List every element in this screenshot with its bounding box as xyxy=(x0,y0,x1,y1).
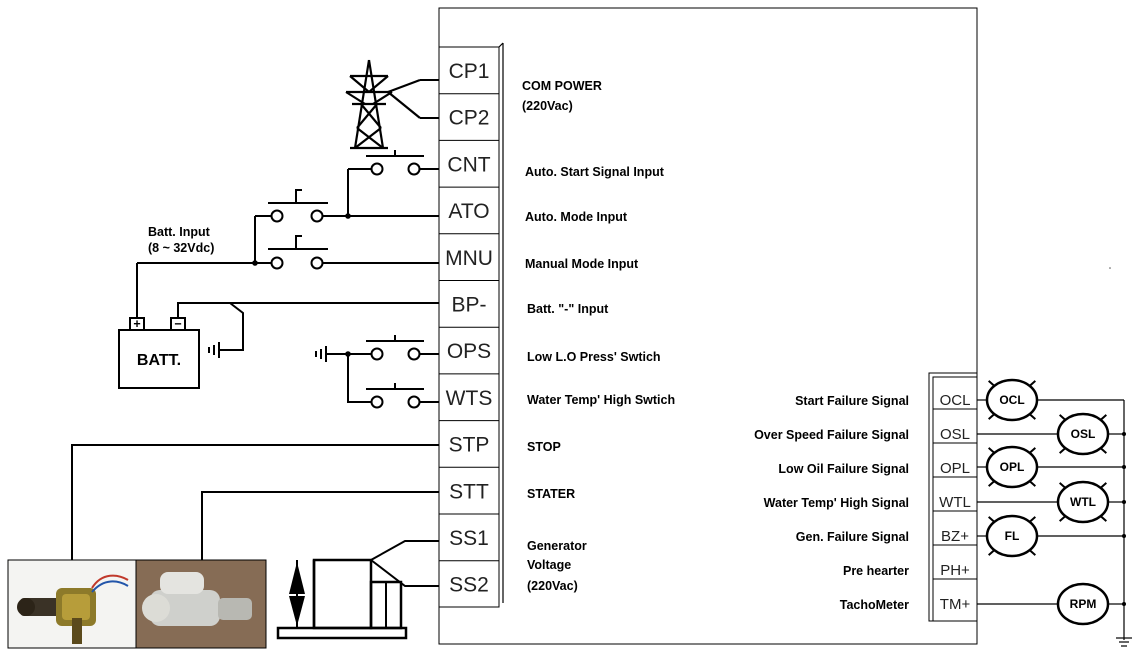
terminal-ss2: SS2 xyxy=(449,574,489,597)
ops-label: Low L.O Press' Swtich xyxy=(527,350,661,364)
ops-switch xyxy=(315,335,439,362)
ground-symbol-icon xyxy=(208,342,220,358)
right-label-ocl: Start Failure Signal xyxy=(795,394,909,408)
stt-label: STATER xyxy=(527,487,575,501)
ss2-wire xyxy=(370,559,439,587)
right-label-tm: TachoMeter xyxy=(840,598,909,612)
terminal-stt: STT xyxy=(449,480,489,503)
terminal-bp: BP- xyxy=(451,294,486,317)
battery-name: BATT. xyxy=(137,352,181,369)
indicator-wtl-icon: WTL xyxy=(1056,480,1110,524)
com-power-voltage: (220Vac) xyxy=(522,99,573,113)
battery-minus: − xyxy=(174,317,181,331)
cnt-switch xyxy=(347,150,439,216)
wts-switch xyxy=(347,354,439,409)
cnt-label: Auto. Start Signal Input xyxy=(525,165,665,179)
stop-solenoid-image xyxy=(7,559,137,649)
generator-label-3: (220Vac) xyxy=(527,579,578,593)
stt-wire xyxy=(201,491,439,560)
indicator-osl-label: OSL xyxy=(1071,427,1096,441)
stp-wire xyxy=(71,444,439,560)
batt-input-label: Batt. Input xyxy=(148,225,211,239)
indicator-opl-icon: OPL xyxy=(985,445,1039,489)
mnu-label: Manual Mode Input xyxy=(525,257,639,271)
ss1-wire xyxy=(370,540,439,561)
terminal-mnu: MNU xyxy=(445,247,493,270)
indicator-circuit xyxy=(977,399,1132,647)
bp-label: Batt. "-" Input xyxy=(527,302,609,316)
starter-motor-image xyxy=(135,559,267,649)
right-label-opl: Low Oil Failure Signal xyxy=(778,462,909,476)
indicator-rpm-label: RPM xyxy=(1070,597,1097,611)
indicator-rpm-icon: RPM xyxy=(1056,582,1110,626)
terminal-ato: ATO xyxy=(448,200,489,223)
mnu-switch xyxy=(137,216,439,270)
indicator-opl-label: OPL xyxy=(1000,460,1025,474)
ato-switch xyxy=(255,189,439,223)
indicator-osl-icon: OSL xyxy=(1056,412,1110,456)
battery: + − BATT. xyxy=(118,263,439,389)
terminal-ocl: OCL xyxy=(940,392,971,409)
com-power-label: COM POWER xyxy=(522,79,602,93)
indicator-ocl-icon: OCL xyxy=(985,378,1039,422)
transmission-tower-icon xyxy=(345,59,421,150)
terminal-cp2: CP2 xyxy=(449,107,490,130)
stp-label: STOP xyxy=(527,440,561,454)
terminal-ss1: SS1 xyxy=(449,527,489,550)
indicator-fl-label: FL xyxy=(1005,529,1020,543)
right-label-osl: Over Speed Failure Signal xyxy=(754,428,909,442)
battery-plus: + xyxy=(133,317,140,331)
terminal-ph: PH+ xyxy=(940,562,970,579)
ato-label: Auto. Mode Input xyxy=(525,210,628,224)
batt-input-range: (8 ~ 32Vdc) xyxy=(148,241,214,255)
terminal-wtl: WTL xyxy=(939,494,971,511)
terminal-cnt: CNT xyxy=(447,153,490,176)
terminal-tm: TM+ xyxy=(940,596,971,613)
right-label-wtl: Water Temp' High Signal xyxy=(764,496,909,510)
terminal-ops: OPS xyxy=(447,340,491,363)
terminal-opl: OPL xyxy=(940,460,970,477)
generator-label-2: Voltage xyxy=(527,558,571,572)
terminal-bz: BZ+ xyxy=(941,528,969,545)
generator-label-1: Generator xyxy=(527,539,587,553)
right-label-ph: Pre hearter xyxy=(843,564,909,578)
indicator-ocl-label: OCL xyxy=(999,393,1024,407)
terminal-cp1: CP1 xyxy=(449,60,490,83)
right-label-bz: Gen. Failure Signal xyxy=(796,530,909,544)
generator-icon xyxy=(276,558,408,640)
terminal-stp: STP xyxy=(449,434,490,457)
right-terminal-block: OCL OSL OPL WTL BZ+ PH+ TM+ xyxy=(933,392,977,613)
indicator-wtl-label: WTL xyxy=(1070,495,1096,509)
wts-label: Water Temp' High Swtich xyxy=(527,393,675,407)
controller-body xyxy=(438,7,978,645)
terminal-osl: OSL xyxy=(940,426,970,443)
terminal-wts: WTS xyxy=(446,387,493,410)
indicator-fl-icon: FL xyxy=(985,514,1039,558)
